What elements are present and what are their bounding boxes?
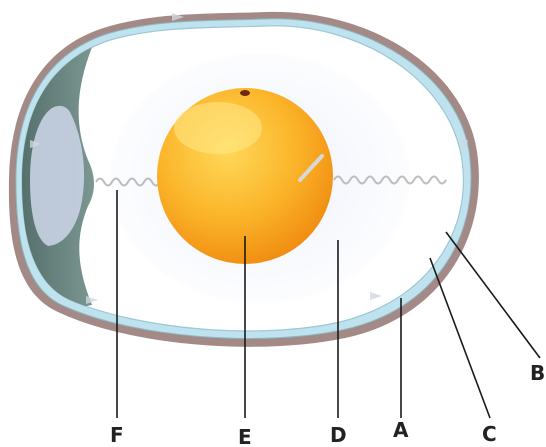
- label-c: C: [482, 422, 497, 446]
- label-a: A: [393, 418, 409, 442]
- label-d: D: [330, 423, 347, 447]
- label-f: F: [110, 423, 124, 447]
- leader-c: [430, 258, 490, 418]
- label-e: E: [238, 425, 252, 447]
- yolk-highlight: [174, 102, 262, 154]
- germinal-disc: [240, 90, 250, 96]
- label-b: B: [530, 361, 545, 385]
